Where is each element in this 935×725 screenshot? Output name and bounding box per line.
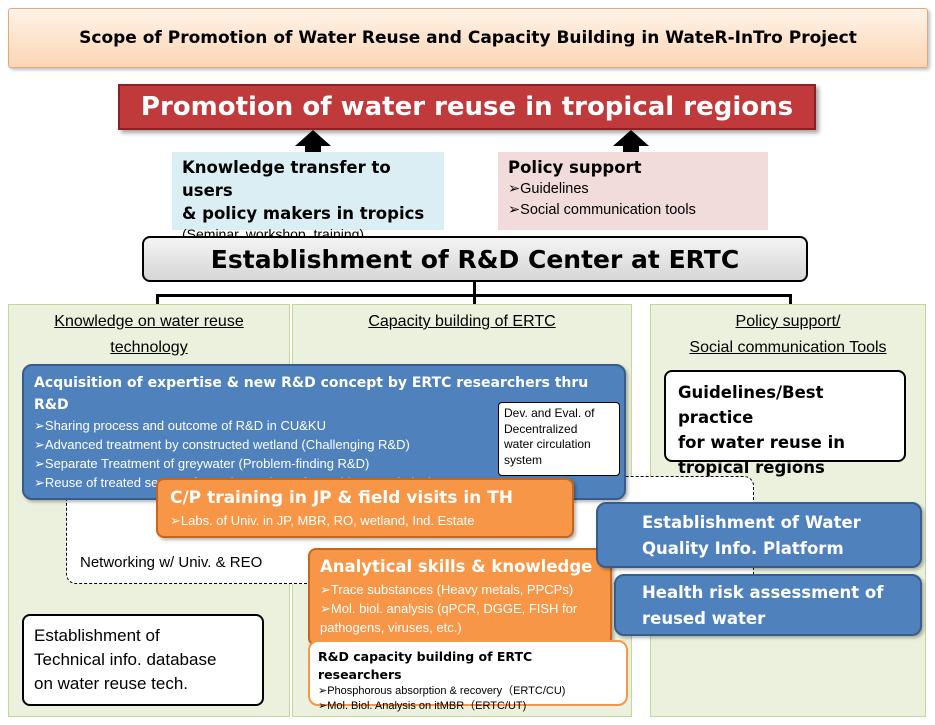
cp-training-title: C/P training in JP & field visits in TH xyxy=(170,488,514,508)
connector-line xyxy=(789,294,792,306)
analytical-title: Analytical skills & knowledge xyxy=(320,557,593,576)
acquisition-item: ➢Sharing process and outcome of R&D in C… xyxy=(34,418,326,433)
tech-database-box: Establishment of Technical info. databas… xyxy=(22,614,264,706)
dev-eval-line: Decentralized xyxy=(504,421,578,436)
column-left-heading-line2: technology xyxy=(110,339,188,356)
rd-capacity-item: ➢Phosphorous absorption & recovery（ERTC/… xyxy=(318,685,566,697)
guidelines-line: for water reuse in xyxy=(678,433,845,452)
column-right-heading-line1: Policy support/ xyxy=(735,313,841,330)
guidelines-line: tropical regions xyxy=(678,458,825,477)
acquisition-item: ➢Separate Treatment of greywater (Proble… xyxy=(34,456,370,471)
rd-center-box: Establishment of R&D Center at ERTC xyxy=(142,236,808,282)
rd-capacity-title: R&D capacity building of ERTC researcher… xyxy=(318,649,533,682)
tech-db-line: on water reuse tech. xyxy=(34,674,189,693)
water-quality-platform-box: Establishment of Water Quality Info. Pla… xyxy=(596,502,922,568)
arrow-head xyxy=(613,130,649,146)
promotion-banner: Promotion of water reuse in tropical reg… xyxy=(118,84,816,130)
networking-label: Networking w/ Univ. & REO xyxy=(80,554,263,571)
analytical-item: pathogens, viruses, etc.) xyxy=(320,620,462,635)
knowledge-transfer-line1: Knowledge transfer to users xyxy=(182,158,391,200)
dev-eval-line: system xyxy=(504,452,543,467)
acquisition-title: Acquisition of expertise & new R&D conce… xyxy=(34,375,589,413)
column-middle-heading: Capacity building of ERTC xyxy=(293,309,631,335)
column-middle-heading-line1: Capacity building of ERTC xyxy=(368,313,556,330)
health-risk-box: Health risk assessment of reused water xyxy=(614,574,922,636)
title-text: Scope of Promotion of Water Reuse and Ca… xyxy=(79,28,857,48)
policy-support-item: ➢Social communication tools xyxy=(508,202,696,218)
dev-eval-box: Dev. and Eval. of Decentralized water ci… xyxy=(498,402,620,476)
wqip-line: Establishment of Water xyxy=(642,513,861,532)
title-banner: Scope of Promotion of Water Reuse and Ca… xyxy=(8,8,928,68)
policy-support-item: ➢Guidelines xyxy=(508,181,589,197)
promotion-text: Promotion of water reuse in tropical reg… xyxy=(140,92,794,122)
wqip-line: Quality Info. Platform xyxy=(642,539,844,558)
rd-capacity-item: ➢Mol. Biol. Analysis on itMBR（ERTC/UT) xyxy=(318,700,527,712)
column-right-heading: Policy support/ Social communication Too… xyxy=(651,309,925,361)
guidelines-line: Guidelines/Best practice xyxy=(678,383,824,427)
knowledge-transfer-line2: & policy makers in tropics xyxy=(182,204,425,223)
rd-capacity-box: R&D capacity building of ERTC researcher… xyxy=(308,640,628,712)
dev-eval-line: Dev. and Eval. of xyxy=(504,406,595,420)
health-line: reused water xyxy=(642,609,766,628)
tech-db-line: Establishment of xyxy=(34,626,160,645)
cp-training-item: ➢Labs. of Univ. in JP, MBR, RO, wetland,… xyxy=(170,513,475,528)
arrow-head xyxy=(295,130,331,146)
dev-eval-line: water circulation xyxy=(504,437,591,451)
analytical-item: ➢Trace substances (Heavy metals, PPCPs) xyxy=(320,582,574,597)
health-line: Health risk assessment of xyxy=(642,583,884,602)
connector-line xyxy=(156,294,159,306)
connector-line xyxy=(473,294,476,306)
rd-center-text: Establishment of R&D Center at ERTC xyxy=(210,244,740,274)
acquisition-box: Acquisition of expertise & new R&D conce… xyxy=(22,364,626,500)
knowledge-transfer-box: Knowledge transfer to users & policy mak… xyxy=(172,152,444,242)
tech-db-line: Technical info. database xyxy=(34,650,217,669)
column-left-heading-line1: Knowledge on water reuse xyxy=(54,313,244,330)
policy-support-title: Policy support xyxy=(508,158,642,177)
acquisition-item: ➢Advanced treatment by constructed wetla… xyxy=(34,437,410,452)
connector-line xyxy=(473,282,476,296)
cp-training-box: C/P training in JP & field visits in TH … xyxy=(156,478,574,538)
analytical-item: ➢Mol. biol. analysis (qPCR, DGGE, FISH f… xyxy=(320,601,578,616)
column-right-heading-line2: Social communication Tools xyxy=(689,339,887,356)
policy-support-box: Policy support ➢Guidelines ➢Social commu… xyxy=(498,152,768,230)
analytical-skills-box: Analytical skills & knowledge ➢Trace sub… xyxy=(308,548,612,646)
column-left-heading: Knowledge on water reuse technology xyxy=(9,309,289,361)
guidelines-box: Guidelines/Best practice for water reuse… xyxy=(664,370,906,477)
